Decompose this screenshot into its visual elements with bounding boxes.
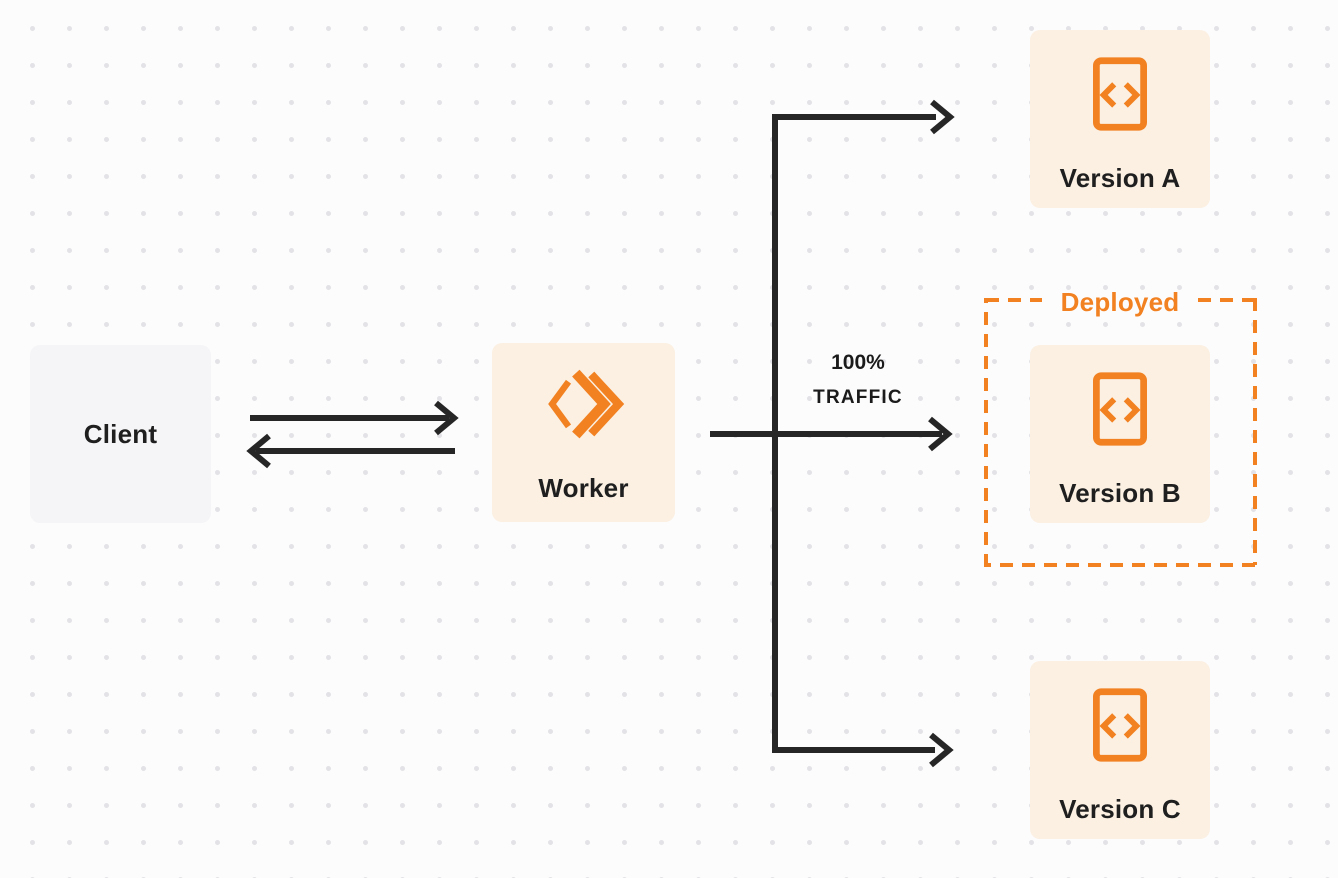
response-arrowhead-icon	[246, 433, 271, 469]
cloudflare-workers-icon	[543, 368, 625, 446]
traffic-percent-text: 100%	[831, 351, 885, 374]
version-c-node: Version C	[1030, 661, 1210, 839]
branch-bottom-arrowhead-icon	[929, 732, 954, 768]
version-b-node: Version B	[1030, 345, 1210, 523]
request-arrowhead-icon	[434, 400, 459, 436]
branch-top-arrowhead-icon	[930, 99, 955, 135]
client-label: Client	[83, 418, 158, 449]
worker-label: Worker	[538, 473, 629, 503]
version-a-label: Version A	[1059, 163, 1181, 193]
code-document-icon	[1093, 57, 1147, 136]
client-node: Client	[30, 345, 211, 523]
worker-node: Worker	[492, 343, 675, 522]
version-c-label: Version C	[1059, 794, 1181, 824]
version-b-label: Version B	[1059, 478, 1181, 508]
deployed-label: Deployed	[1060, 287, 1180, 317]
code-document-icon	[1093, 688, 1147, 767]
version-a-node: Version A	[1030, 30, 1210, 208]
code-document-icon	[1093, 372, 1147, 451]
traffic-arrowhead-icon	[928, 416, 953, 452]
traffic-word-text: TRAFFIC	[813, 387, 903, 408]
traffic-label: 100% TRAFFIC	[813, 351, 903, 409]
